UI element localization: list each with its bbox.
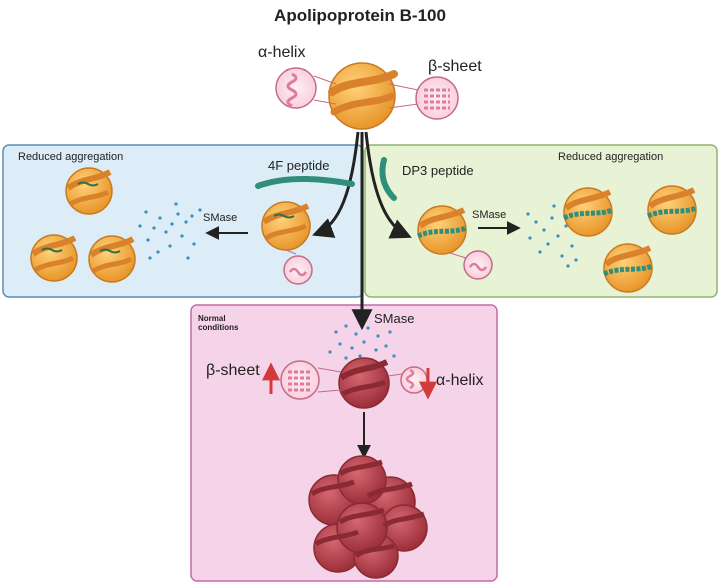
diagram-title: Apolipoprotein B-100 — [274, 6, 446, 25]
arrow-to-left-panel — [312, 131, 360, 238]
left-reduced-particle-1-icon — [65, 167, 113, 215]
normal-conditions-label: Normal conditions — [198, 314, 239, 332]
left-peptide-label: 4F peptide — [268, 158, 330, 173]
top-alpha-helix-label: α-helix — [258, 44, 306, 61]
bottom-smase-dots-icon — [328, 324, 396, 362]
right-reduced-particle-2-icon — [646, 185, 697, 235]
right-reduced-particle-3-icon — [602, 243, 653, 293]
peptide-chain-dp3-icon — [379, 157, 397, 201]
right-panel-heading: Reduced aggregation — [558, 151, 664, 163]
bottom-smase-label: SMase — [374, 311, 415, 326]
arrow-to-right-panel — [364, 131, 412, 239]
right-center-particle-icon — [416, 205, 467, 255]
left-reduced-particle-2-icon — [30, 234, 78, 282]
left-reduced-particle-3-icon — [88, 235, 136, 283]
aggregate-cluster-icon — [308, 455, 428, 579]
left-smase-dots-icon — [138, 202, 202, 260]
bottom-red-particle-icon — [338, 357, 390, 409]
top-ldl-particle-icon — [328, 62, 398, 130]
left-smase-label: SMase — [203, 212, 238, 224]
right-peptide-label: DP3 peptide — [402, 163, 474, 178]
top-beta-sheet-label: β-sheet — [428, 58, 482, 75]
top-beta-sheet-icon — [388, 76, 459, 120]
top-alpha-helix-icon — [275, 67, 337, 109]
left-alpha-helix-icon — [283, 249, 313, 285]
peptide-chain-4f-icon — [255, 176, 355, 189]
right-smase-label: SMase — [472, 209, 507, 221]
left-panel-heading: Reduced aggregation — [18, 151, 124, 163]
left-center-particle-icon — [261, 201, 311, 251]
right-reduced-particle-1-icon — [562, 187, 613, 237]
right-alpha-helix-icon — [449, 250, 493, 280]
beta-sheet-increase-label: β-sheet — [206, 362, 260, 379]
alpha-helix-decrease-label: α-helix — [436, 372, 484, 389]
bottom-beta-sheet-icon — [280, 360, 342, 400]
